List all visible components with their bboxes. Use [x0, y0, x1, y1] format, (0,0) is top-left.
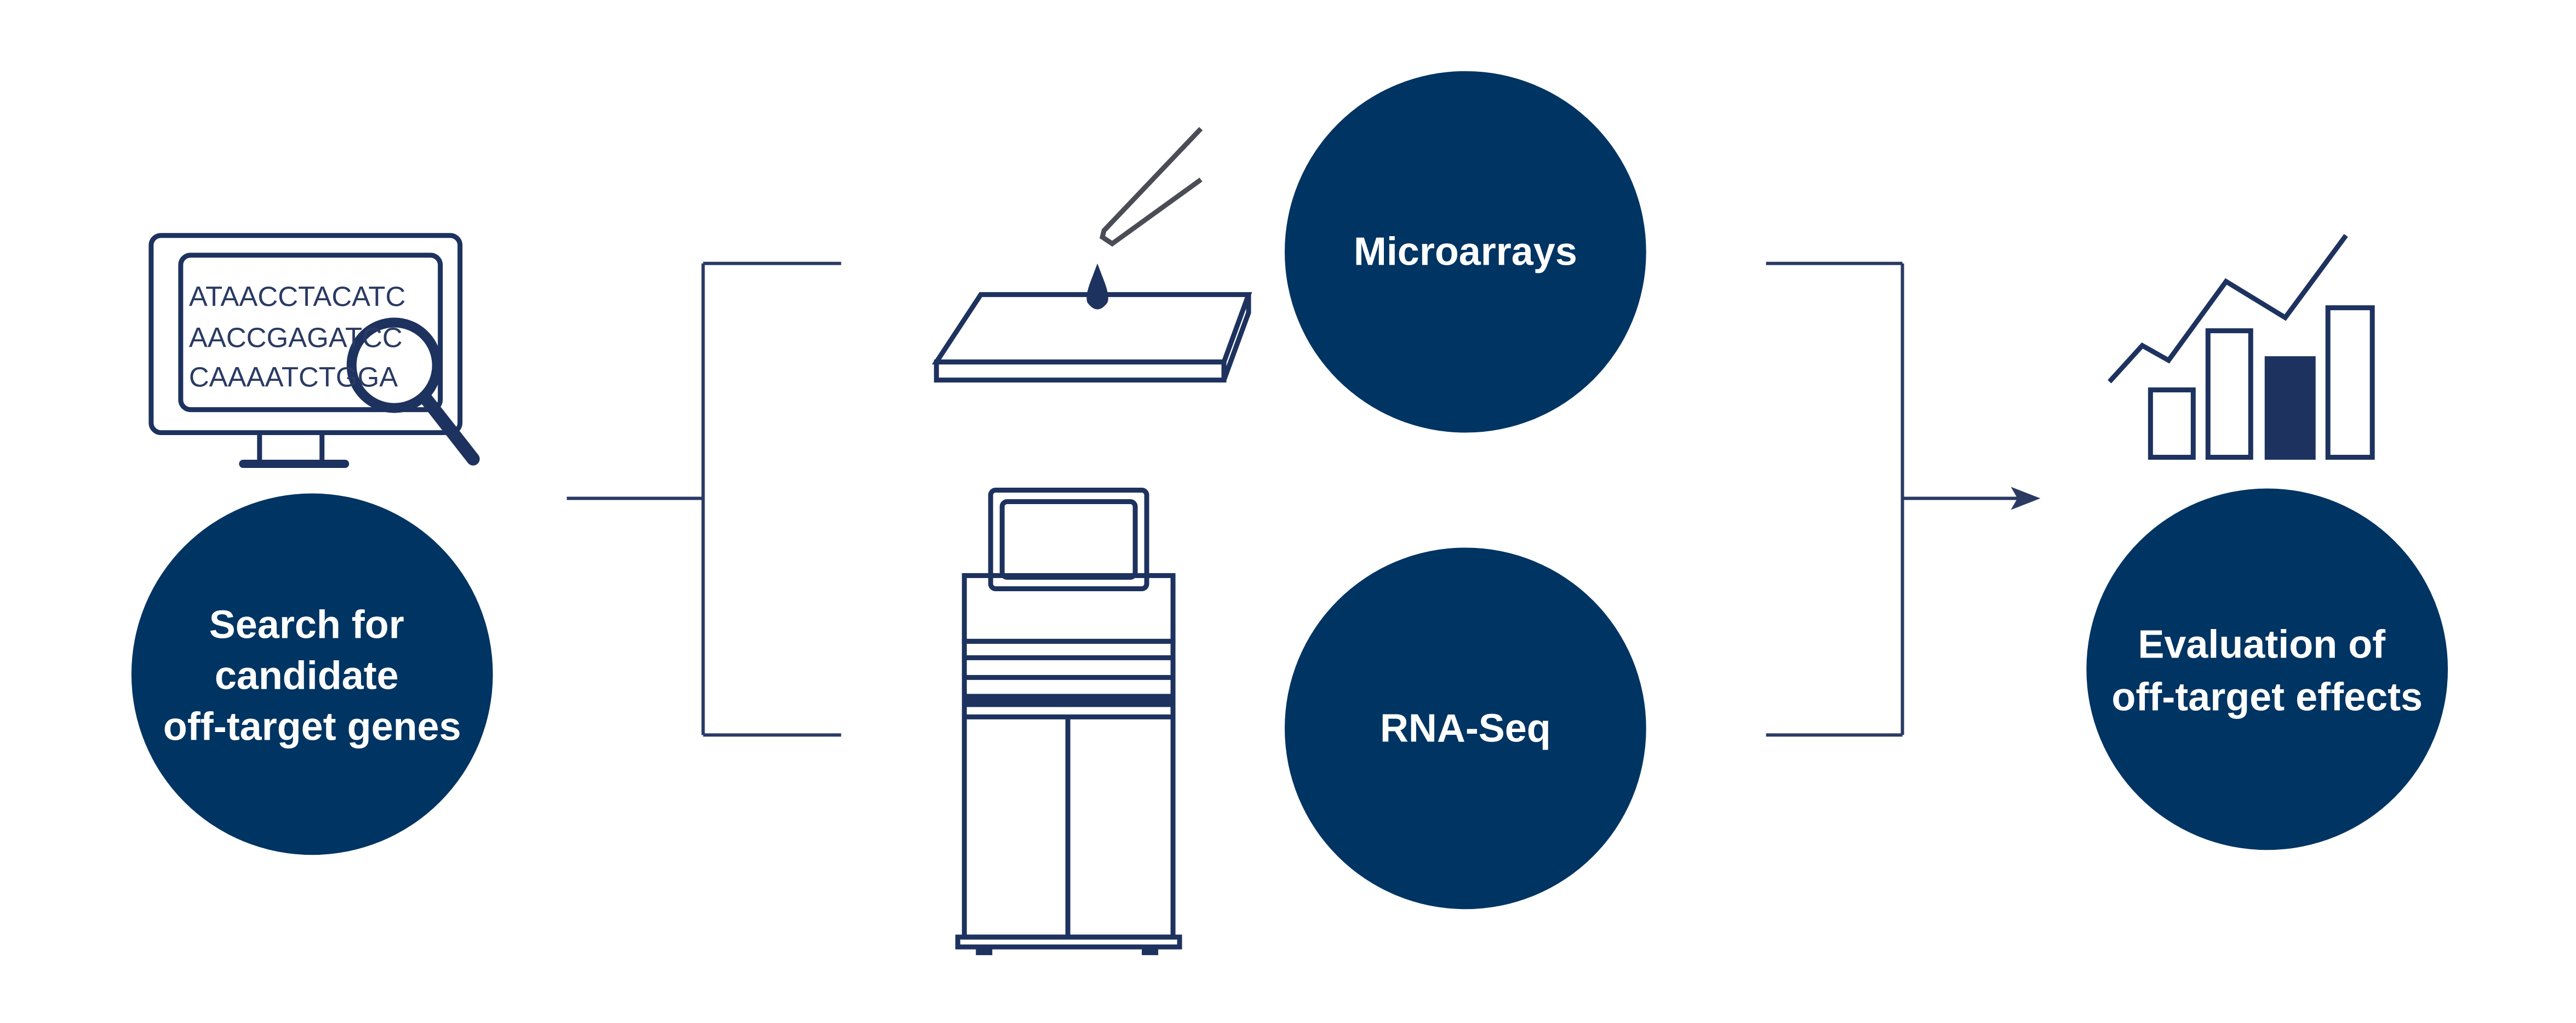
step-circle-microarrays [1285, 71, 1646, 433]
merge-connector [1766, 261, 2041, 737]
sequence-line-2: AACCGAGATCC [189, 322, 403, 353]
monitor-magnifier-icon: ATAACCTACATC AACCGAGATCC CAAAATCTGGA [148, 233, 480, 468]
step-label-rnaseq: RNA-Seq [1380, 706, 1551, 750]
sequence-line-3: CAAAATCTGGA [189, 362, 398, 393]
step-label-search: Search for candidate off-target genes [163, 603, 461, 748]
sequence-line-1: ATAACCTACATC [189, 281, 405, 312]
magnifier-icon [346, 317, 442, 413]
split-connector [566, 261, 842, 737]
microarray-slide-pipette-icon [931, 127, 1252, 383]
step-circle-evaluation [2086, 488, 2448, 850]
step-label-microarrays: Microarrays [1354, 230, 1577, 274]
bar-line-chart-icon [2108, 234, 2375, 460]
step-circle-search [131, 493, 493, 855]
step-label-evaluation: Evaluation of off-target effects [2111, 622, 2423, 719]
arrow-right-icon [2011, 487, 2041, 510]
step-circle-rnaseq [1285, 547, 1646, 910]
sequencer-machine-icon [955, 488, 1182, 956]
